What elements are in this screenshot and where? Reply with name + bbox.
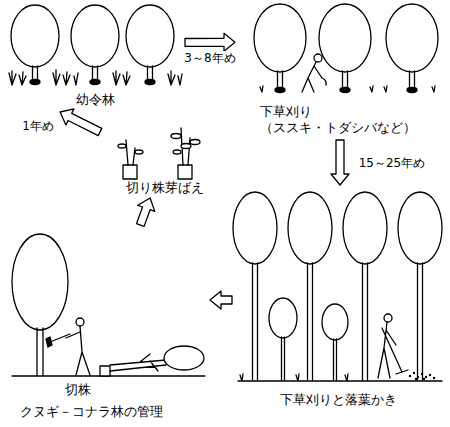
stage-node: 切株 — [5, 225, 210, 400]
worker-raking — [384, 314, 392, 322]
weeded-trees — [260, 86, 435, 92]
stage-node: 切り株芽ばえ — [100, 118, 230, 198]
stage-node: 下草刈りと落葉かき — [232, 185, 445, 410]
worker-weeding — [314, 54, 322, 62]
leaf-pile — [409, 375, 411, 377]
stage-node: 幼令林 — [5, 5, 185, 112]
leaf-pile — [415, 378, 417, 380]
stump-sprouts — [135, 150, 143, 154]
felled-tree — [12, 234, 68, 330]
worker-raking — [378, 314, 408, 378]
mature-forest — [253, 263, 423, 380]
weeded-trees — [275, 88, 285, 93]
weeded-trees — [407, 88, 417, 93]
felled-tree — [164, 346, 204, 370]
stage-label: 幼令林 — [5, 92, 185, 108]
felled-tree — [12, 234, 205, 376]
mature-forest — [288, 192, 332, 264]
leaf-pile — [429, 374, 431, 376]
mature-forest — [282, 337, 337, 380]
young-trees — [126, 5, 174, 67]
weeded-trees — [319, 4, 371, 72]
block-arrow — [185, 33, 235, 51]
mature-forest — [233, 192, 277, 264]
leaf-pile — [417, 376, 419, 378]
young-trees — [11, 5, 59, 67]
mature-forest — [233, 192, 442, 381]
year-label: 1年め — [20, 119, 56, 133]
worker-weeding — [302, 54, 326, 92]
mature-forest — [322, 304, 348, 340]
mature-forest — [343, 192, 387, 264]
block-arrow — [137, 198, 155, 226]
weeded-trees — [340, 88, 350, 93]
mature-forest — [238, 374, 442, 381]
leaf-pile — [425, 376, 427, 378]
block-arrow — [210, 291, 232, 309]
year-label: 15～25年め — [357, 156, 428, 170]
stump-sprouts — [181, 144, 191, 149]
weeded-trees — [254, 4, 438, 93]
illustration — [9, 4, 442, 381]
grass — [9, 70, 182, 85]
grass — [9, 70, 182, 85]
stage-label: 下草刈り — [260, 104, 445, 120]
leaf-pile — [421, 373, 423, 375]
worker-felling — [46, 318, 90, 375]
stump-sprouts — [190, 140, 200, 145]
leaf-pile — [423, 378, 425, 380]
stage-label: 下草刈りと落葉かき — [232, 392, 445, 408]
felled-tree — [100, 366, 110, 376]
young-trees — [90, 80, 100, 85]
stump-sprouts — [173, 150, 181, 154]
mature-forest — [398, 192, 442, 264]
stump-sprouts — [123, 165, 137, 179]
stage-label: 切り株芽ばえ — [100, 180, 230, 196]
stump-sprouts — [178, 165, 192, 179]
young-trees — [11, 5, 174, 85]
mature-forest — [269, 298, 297, 338]
figure-caption: クヌギ－コナラ林の管理 — [20, 404, 163, 420]
weeded-trees — [386, 4, 438, 72]
stage-label-group: 下草刈りと落葉かき — [232, 392, 445, 410]
young-trees — [30, 80, 40, 85]
young-trees — [145, 80, 155, 85]
stage-label-group: 幼令林 — [5, 92, 185, 112]
worker-felling — [76, 318, 84, 326]
stage-node: 下草刈り（ススキ・トダシバなど） — [235, 5, 445, 140]
year-label: 3～8年め — [182, 51, 237, 65]
stump-sprouts — [126, 128, 190, 165]
stage-note: （ススキ・トダシバなど） — [260, 120, 445, 136]
leaf-pile — [409, 372, 435, 380]
stage-label-group: 下草刈り（ススキ・トダシバなど） — [235, 104, 445, 140]
worker-raking — [378, 322, 408, 378]
felled-tree — [110, 354, 166, 371]
felled-tree — [12, 328, 205, 376]
stage-label-group: 切株 — [5, 382, 210, 400]
stump-sprouts — [171, 134, 181, 139]
stage-label: 切株 — [65, 382, 210, 398]
stage-label-group: 切り株芽ばえ — [100, 180, 230, 198]
young-trees — [71, 5, 119, 67]
worker-weeding — [302, 62, 326, 92]
worker-felling — [50, 326, 90, 375]
block-arrow — [331, 140, 349, 185]
stump-sprouts — [118, 128, 200, 179]
weeded-trees — [254, 4, 306, 72]
worker-felling — [46, 337, 52, 347]
block-arrow — [60, 109, 102, 136]
leaf-pile — [433, 377, 435, 379]
stump-sprouts — [118, 144, 126, 148]
leaf-pile — [413, 372, 415, 374]
